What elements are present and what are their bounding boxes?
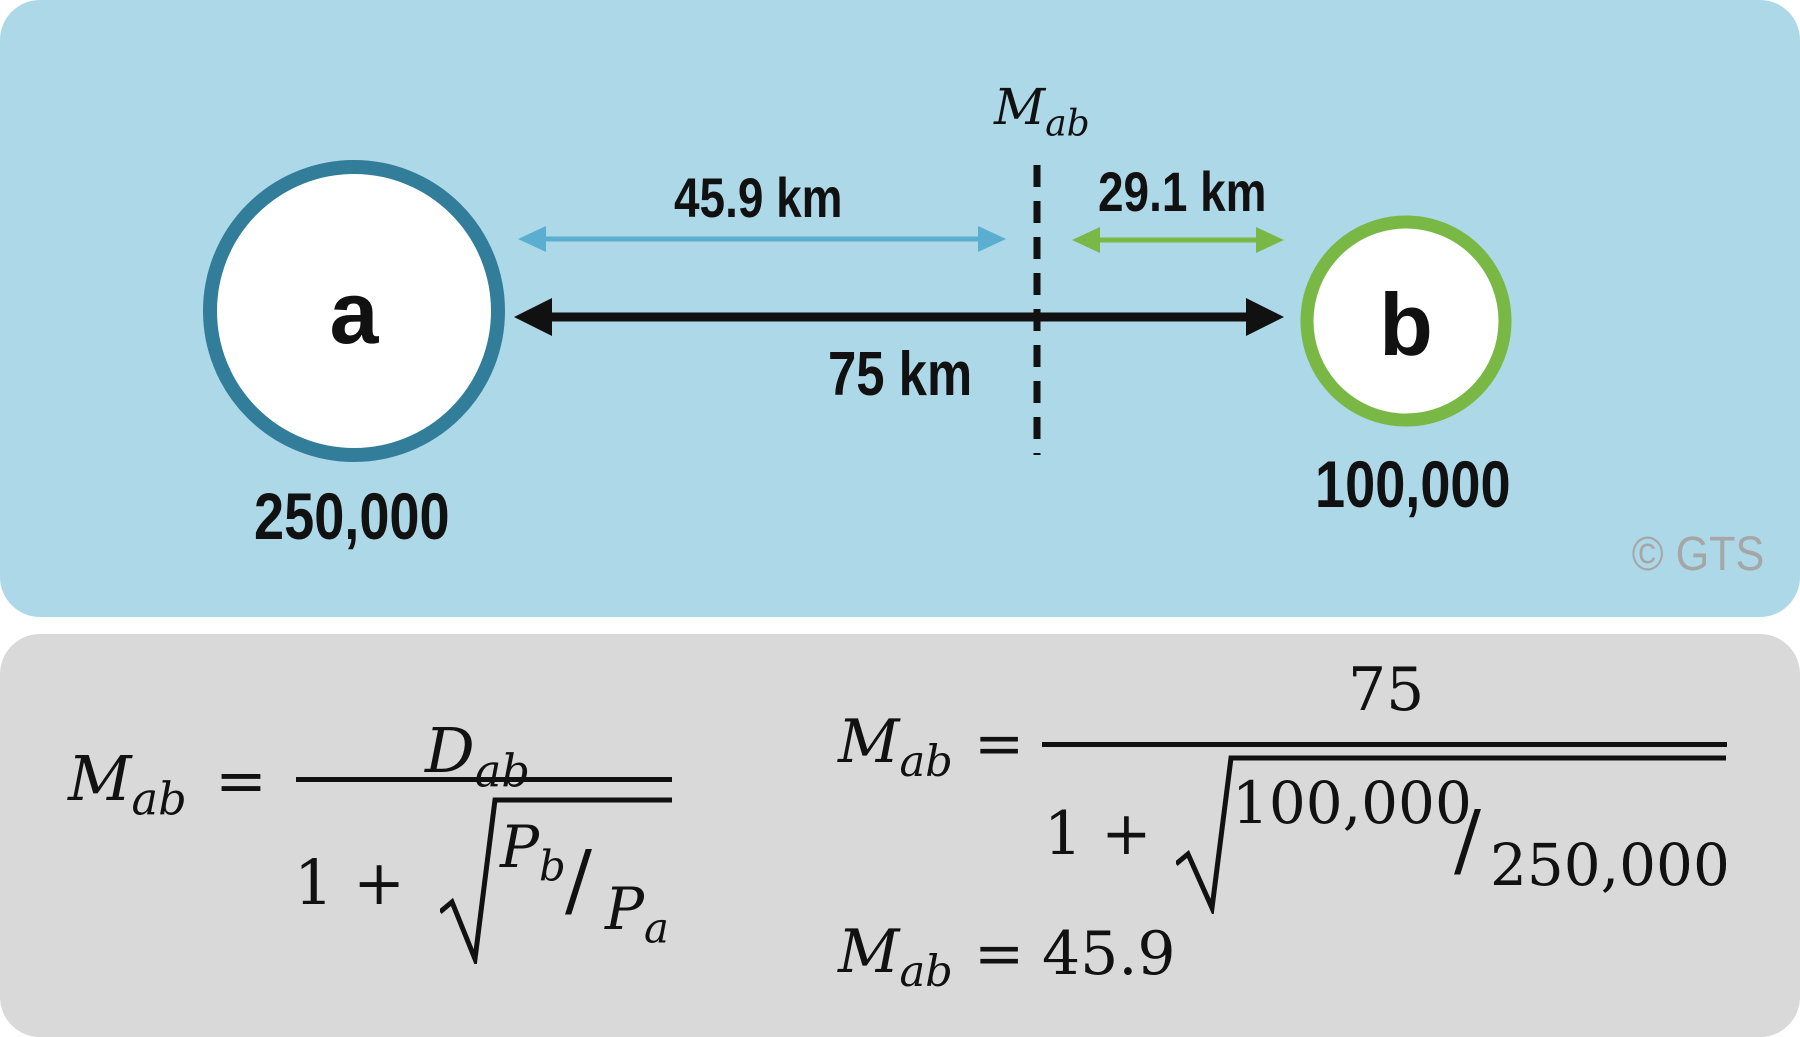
node-b-circle — [1300, 215, 1512, 427]
general-equals: = — [215, 744, 267, 817]
node-b-letter: b — [1379, 275, 1433, 374]
result-equals: = — [974, 919, 1025, 989]
numeric-fraction-bar — [1042, 742, 1727, 747]
numeric-radicand-num: 100,000 — [1232, 769, 1472, 837]
numeric-lhs: Mab — [838, 707, 953, 787]
numeric-numerator: 75 — [1348, 655, 1425, 725]
node-b-population: 100,000 — [1315, 447, 1511, 521]
numeric-denominator-prefix: 1 + — [1044, 799, 1152, 869]
general-radicand-num: Pb — [500, 813, 566, 891]
general-slash: / — [565, 833, 592, 926]
result-value: 45.9 — [1042, 919, 1176, 989]
distance-arrow-a-side — [518, 226, 1006, 252]
formula-panel — [0, 634, 1800, 1037]
distance-label-total: 75 km — [828, 340, 973, 409]
node-a-letter: a — [329, 263, 379, 362]
numeric-equals: = — [974, 709, 1025, 779]
general-sqrt-sign — [440, 797, 672, 964]
distance-label-a-side: 45.9 km — [674, 166, 843, 229]
numeric-sqrt-sign — [1176, 755, 1726, 914]
node-a-circle — [203, 160, 505, 462]
numeric-radicand-den: 250,000 — [1490, 831, 1730, 899]
node-a-population: 250,000 — [254, 479, 450, 553]
copyright-text: © GTS — [1631, 528, 1764, 581]
general-numerator: Dab — [425, 714, 530, 798]
distance-arrow-b-side — [1072, 227, 1284, 253]
general-denominator-prefix: 1 + — [294, 846, 406, 919]
general-fraction-bar — [296, 777, 672, 782]
general-lhs: Mab — [68, 742, 187, 826]
distance-label-b-side: 29.1 km — [1098, 160, 1267, 223]
numeric-slash: / — [1454, 793, 1481, 886]
breakpoint-label: Mab — [994, 78, 1090, 145]
distance-arrow-total — [514, 298, 1284, 336]
result-lhs: Mab — [838, 917, 953, 997]
general-radicand-den: Pa — [605, 875, 669, 953]
